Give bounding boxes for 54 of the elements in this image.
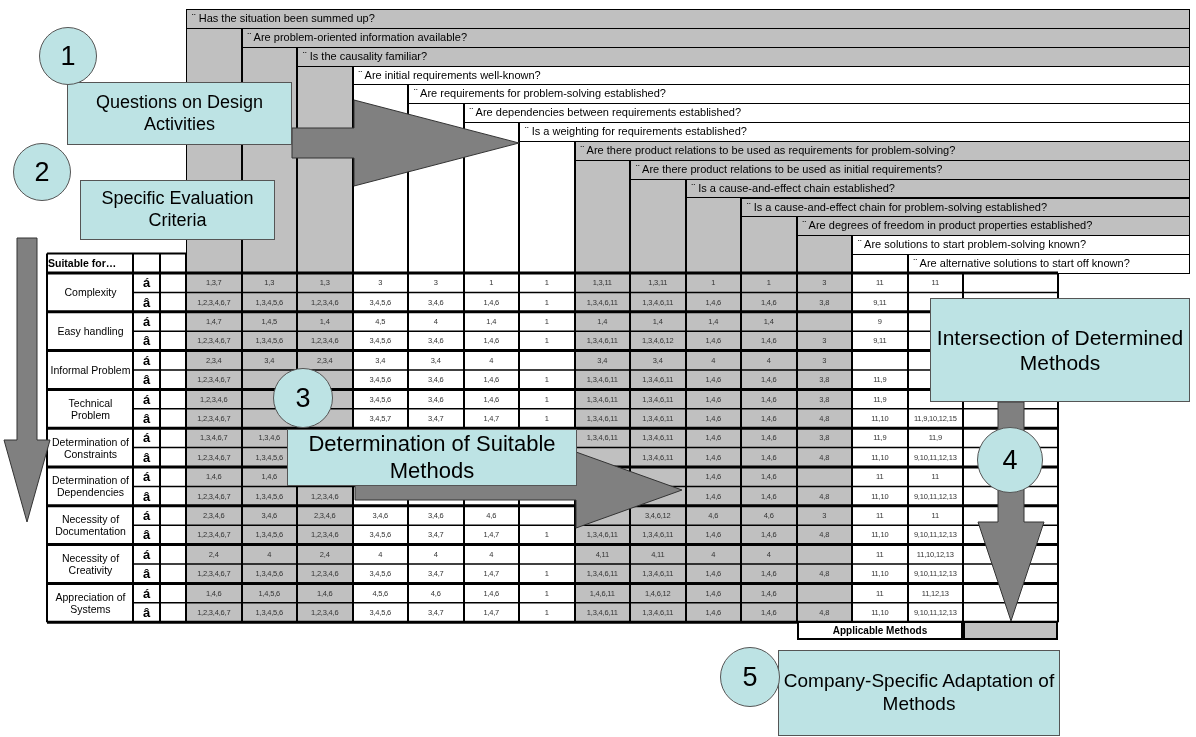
result-box [963,621,1058,640]
criterion-label: Informal Problem [50,364,131,376]
callout-box: Questions on Design Activities [67,82,292,145]
callout-box: Specific Evaluation Criteria [80,180,275,240]
question-bar: ¨ Is the causality familiar? [297,46,1190,67]
applicable-methods-label: Applicable Methods [797,621,963,641]
question-bar: ¨ Are there product relations to be used as initial requirements? [630,159,1190,180]
question-bar: ¨ Is a cause-and-effect chain for problem-solving established? [741,197,1190,218]
row-marker: â [142,527,151,543]
row-marker: â [142,488,151,504]
question-bar: ¨ Are solutions to start problem-solving known? [852,235,1190,256]
question-bar: ¨ Has the situation been summed up? [186,9,1190,29]
callout-box: Determination of Suitable Methods [287,429,577,486]
step-number-circle: 2 [13,143,71,201]
question-bar: ¨ Is a cause-and-effect chain established? [685,178,1190,199]
question-bar: ¨ Are alternative solutions to start off known? [907,254,1190,274]
row-marker: á [142,352,151,368]
question-bar: ¨ Are dependencies between requirements established? [463,103,1190,124]
row-marker: â [142,605,151,620]
criterion-label: Complexity [64,286,117,299]
step-number-circle: 4 [977,427,1043,493]
block-arrow [291,98,520,187]
step-number-circle: 1 [39,27,97,85]
question-bar: ¨ Are degrees of freedom in product properties established? [796,216,1190,237]
callout-box: Intersection of Determined Methods [930,298,1190,402]
row-marker: á [142,469,151,485]
row-marker: â [142,333,151,349]
question-bar: ¨ Are there product relations to be used as requirements for problem-solving? [574,140,1190,161]
step-number-circle: 5 [720,647,780,707]
row-marker: á [142,430,151,446]
row-marker: á [142,585,151,601]
row-marker: á [142,508,151,523]
row-marker: á [142,546,151,562]
question-bar: ¨ Are initial requirements well-known? [352,65,1190,86]
row-marker: á [142,391,151,407]
row-marker: â [142,294,151,310]
question-bar: ¨ Are problem-oriented information available? [241,27,1190,48]
row-marker: â [142,449,151,465]
row-marker: â [142,411,151,426]
question-bar: ¨ Is a weighting for requirements established? [519,122,1190,142]
row-marker: â [142,372,151,388]
row-marker: â [142,566,151,582]
callout-box: Company-Specific Adaptation of Methods [778,650,1060,736]
criterion-label: Technical Problem [67,396,114,421]
question-bar: ¨ Are requirements for problem-solving established? [408,84,1190,105]
row-marker: á [142,314,151,329]
row-marker: á [142,275,151,291]
criterion-label: Determination of Constraints [50,435,130,460]
criterion-label: Easy handling [57,325,124,338]
table-header: Suitable for… [48,257,117,270]
criterion-label: Determination of Dependencies [50,474,130,499]
criterion-label: Necessity of Creativity [60,552,121,576]
criterion-label: Appreciation of Systems [54,590,127,615]
criterion-label: Necessity of Documentation [54,513,127,538]
